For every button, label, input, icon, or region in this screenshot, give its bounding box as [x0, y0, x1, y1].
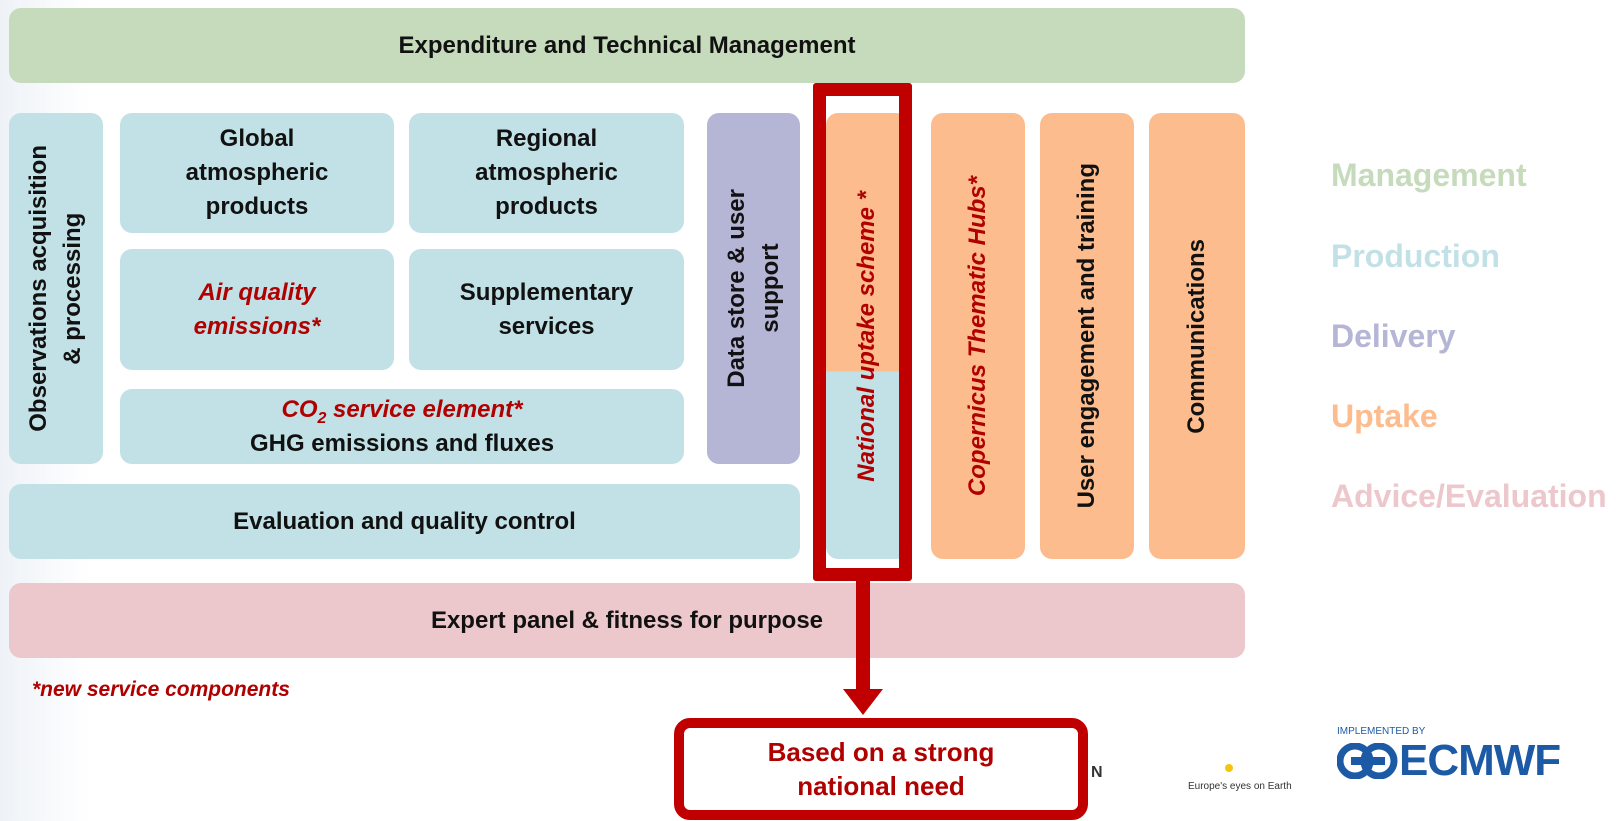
- arrow-down-icon: [843, 689, 883, 715]
- new-components-note: *new service components: [32, 678, 290, 701]
- data-store-label: Data store & user support: [722, 189, 784, 388]
- thematic-hubs-box: Copernicus Thematic Hubs*: [931, 113, 1025, 559]
- global-products-box: Global atmospheric products: [120, 113, 394, 233]
- legend-advice-evaluation: Advice/Evaluation: [1331, 478, 1607, 514]
- evaluation-label: Evaluation and quality control: [233, 507, 576, 535]
- observations-box: Observations acquisition & processing: [9, 113, 103, 464]
- co2-service-title: CO2 service element*: [281, 393, 522, 427]
- national-need-callout: Based on a strong national need: [674, 718, 1088, 820]
- communications-box: Communications: [1149, 113, 1245, 559]
- evaluation-box: Evaluation and quality control: [9, 484, 800, 559]
- legend-delivery: Delivery: [1331, 318, 1456, 354]
- implemented-by-label: IMPLEMENTED BY: [1337, 726, 1426, 737]
- expert-panel-box: Expert panel & fitness for purpose: [9, 583, 1245, 658]
- management-box: Expenditure and Technical Management: [9, 8, 1245, 83]
- communications-label: Communications: [1183, 238, 1210, 434]
- air-quality-label: Air quality emissions*: [193, 278, 321, 340]
- expert-panel-label: Expert panel & fitness for purpose: [430, 606, 824, 634]
- thematic-hubs-label: Copernicus Thematic Hubs*: [964, 175, 991, 497]
- co2-prefix: CO: [281, 395, 318, 423]
- copernicus-tagline: Europe's eyes on Earth: [1188, 781, 1292, 792]
- ecmwf-symbol-icon: [1337, 743, 1398, 779]
- air-quality-box: Air quality emissions*: [120, 249, 394, 370]
- regional-products-box: Regional atmospheric products: [409, 113, 684, 233]
- global-products-label: Global atmospheric products: [185, 125, 329, 220]
- ghg-label: GHG emissions and fluxes: [249, 429, 555, 457]
- data-store-box: Data store & user support: [707, 113, 800, 464]
- ecmwf-logo: ECMWF: [1337, 736, 1561, 786]
- management-label: Expenditure and Technical Management: [398, 31, 856, 59]
- ecmwf-wordmark: ECMWF: [1399, 736, 1561, 785]
- regional-products-label: Regional atmospheric products: [475, 125, 618, 220]
- copernicus-dot-icon: [1225, 764, 1233, 772]
- co2-subscript: 2: [317, 409, 327, 427]
- legend-uptake: Uptake: [1331, 398, 1438, 434]
- co2-suffix: service element*: [326, 395, 523, 423]
- legend-management: Management: [1331, 157, 1527, 193]
- supplementary-box: Supplementary services: [409, 249, 684, 370]
- supplementary-label: Supplementary services: [459, 278, 634, 340]
- partial-footer-text: N: [1091, 764, 1103, 781]
- observations-label: Observations acquisition & processing: [25, 145, 86, 432]
- legend-production: Production: [1331, 238, 1500, 274]
- user-engagement-label: User engagement and training: [1073, 163, 1100, 509]
- arrow-shaft: [856, 581, 870, 691]
- highlight-frame: [813, 83, 912, 581]
- national-uptake-box: National uptake scheme *: [826, 113, 908, 559]
- user-engagement-box: User engagement and training: [1040, 113, 1134, 559]
- co2-service-box: CO2 service element* GHG emissions and f…: [120, 389, 684, 464]
